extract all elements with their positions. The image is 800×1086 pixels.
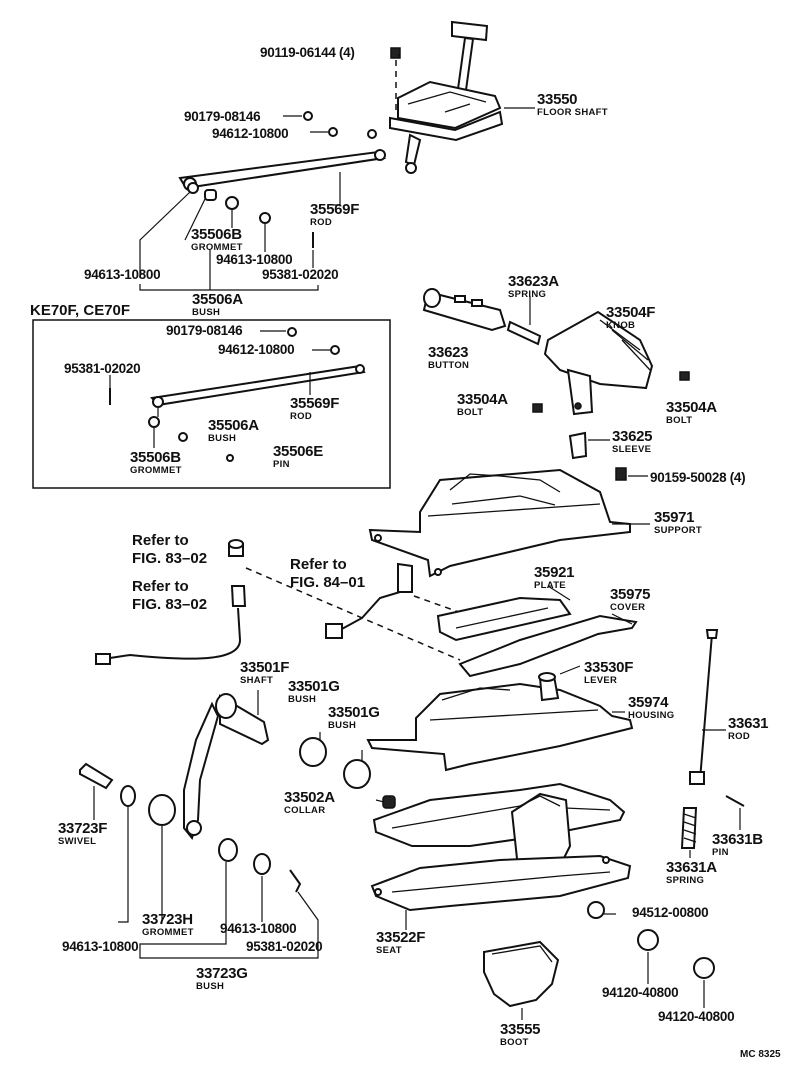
part-number: 94613-10800 <box>62 939 139 954</box>
shaft-lever-drawing <box>79 690 396 959</box>
part-number: 95381-02020 <box>246 939 323 954</box>
part-name: GROMMET <box>191 242 243 253</box>
part-number: 33522F <box>376 929 426 946</box>
part-number: 94512-00800 <box>632 905 709 920</box>
part-number: 94120-40800 <box>602 985 679 1000</box>
part-name: PIN <box>712 847 729 858</box>
housing-drawing <box>366 665 634 772</box>
part-number: 35975 <box>610 586 651 603</box>
part-name: BOOT <box>500 1037 529 1048</box>
part-name: BOLT <box>666 415 693 426</box>
part-number: 33631A <box>666 859 717 876</box>
part-number: 33723G <box>196 965 248 982</box>
knob-assembly-drawing <box>422 288 690 481</box>
part-name: SWIVEL <box>58 836 97 847</box>
part-number: 94613-10800 <box>216 252 293 267</box>
part-number: 33723F <box>58 820 108 837</box>
part-name: SUPPORT <box>654 525 703 536</box>
part-name: SEAT <box>376 945 402 956</box>
part-name: HOUSING <box>628 710 675 721</box>
part-name: ROD <box>310 217 333 228</box>
rod-spring-drawing <box>680 629 745 858</box>
support-drawing <box>368 468 650 578</box>
part-name: ROD <box>290 411 313 422</box>
part-number: 35506A <box>208 417 259 434</box>
part-number: 33502A <box>284 789 335 806</box>
part-name: BUTTON <box>428 360 470 371</box>
part-name: SPRING <box>666 875 705 886</box>
part-number: 33504F <box>606 304 656 321</box>
part-number: 35971 <box>654 509 695 526</box>
part-number: 90119-06144 (4) <box>260 45 355 60</box>
part-name: BOLT <box>457 407 484 418</box>
part-number: 33501G <box>288 678 340 695</box>
fig-reference: Refer to FIG. 83–02 <box>132 578 208 613</box>
part-number: 33623A <box>508 273 559 290</box>
part-name: COLLAR <box>284 805 326 816</box>
part-name: KNOB <box>606 320 636 331</box>
part-number: 33631B <box>712 831 763 848</box>
boot-nuts-drawing <box>483 901 715 1020</box>
part-number: 33530F <box>584 659 634 676</box>
floor-shaft-assembly-drawing <box>139 20 535 291</box>
part-number: 94612-10800 <box>218 342 295 357</box>
plate-cover-drawing <box>436 585 638 678</box>
fig-reference: Refer to FIG. 83–02 <box>132 532 208 567</box>
part-number: 33623 <box>428 344 469 361</box>
part-number: 33550 <box>537 91 578 108</box>
part-number: 33504A <box>457 391 508 408</box>
part-number: 35506A <box>192 291 243 308</box>
fig-reference: Refer to FIG. 84–01 <box>290 556 366 591</box>
part-number: 94613-10800 <box>220 921 297 936</box>
part-name: BUSH <box>196 981 225 992</box>
part-name: BUSH <box>192 307 221 318</box>
part-number: 35569F <box>310 201 360 218</box>
part-number: 35506E <box>273 443 323 460</box>
seat-base-drawing <box>370 782 632 930</box>
part-number: 35569F <box>290 395 340 412</box>
part-number: 95381-02020 <box>64 361 141 376</box>
part-number: 35506B <box>191 226 242 243</box>
part-number: 94120-40800 <box>658 1009 735 1024</box>
part-number: 33504A <box>666 399 717 416</box>
diagram-code: MC 8325 <box>740 1049 781 1060</box>
part-number: 33501F <box>240 659 290 676</box>
part-name: GROMMET <box>130 465 182 476</box>
part-name: PIN <box>273 459 290 470</box>
part-name: SPRING <box>508 289 547 300</box>
part-name: BUSH <box>328 720 357 731</box>
part-name: SLEEVE <box>612 444 652 455</box>
part-name: GROMMET <box>142 927 194 938</box>
part-name: FLOOR SHAFT <box>537 107 608 118</box>
part-number: 33501G <box>328 704 380 721</box>
part-number: 90159-50028 (4) <box>650 470 746 485</box>
part-number: 35974 <box>628 694 669 711</box>
part-number: 35921 <box>534 564 575 581</box>
part-number: 33723H <box>142 911 193 928</box>
part-number: 33555 <box>500 1021 541 1038</box>
part-name: BUSH <box>288 694 317 705</box>
part-name: ROD <box>728 731 751 742</box>
part-name: COVER <box>610 602 646 613</box>
part-number: 94612-10800 <box>212 126 289 141</box>
inset-title: KE70F, CE70F <box>30 302 131 319</box>
part-number: 33625 <box>612 428 653 445</box>
part-number: 94613-10800 <box>84 267 161 282</box>
part-number: 95381-02020 <box>262 267 339 282</box>
part-name: LEVER <box>584 675 618 686</box>
part-number: 90179-08146 <box>166 323 243 338</box>
part-name: PLATE <box>534 580 566 591</box>
ke70f-ce70f-inset <box>32 319 391 489</box>
part-name: BUSH <box>208 433 237 444</box>
part-name: SHAFT <box>240 675 274 686</box>
part-number: 90179-08146 <box>184 109 261 124</box>
part-number: 33631 <box>728 715 769 732</box>
part-number: 35506B <box>130 449 181 466</box>
